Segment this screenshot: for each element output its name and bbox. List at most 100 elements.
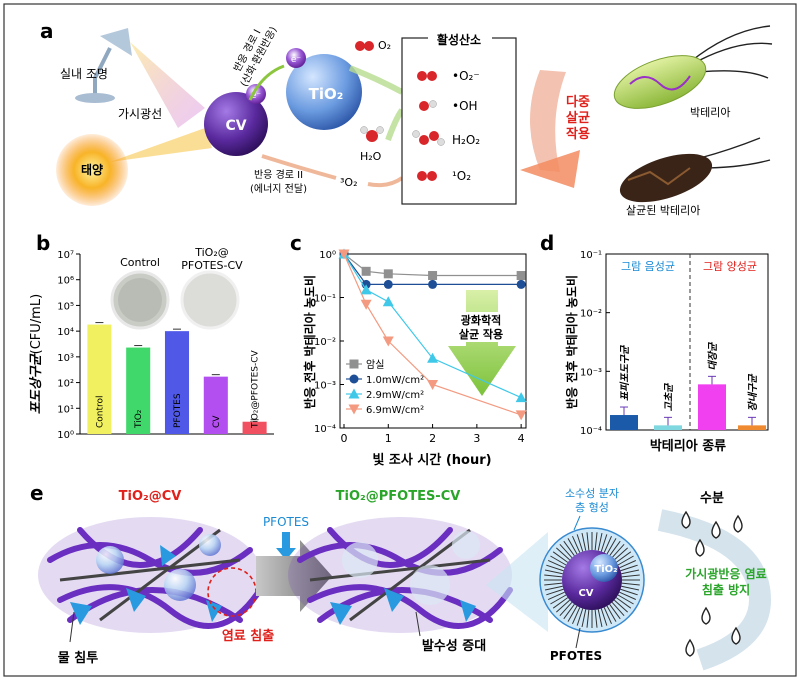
bar-category-label: TiO₂@PFOTES-CV [251,349,261,429]
gram-negative-label: 그람 음성균 [621,260,675,273]
pfotes-spikes [544,532,640,628]
pfotes-chain [613,547,629,561]
cv-sphere [204,92,268,156]
panel-e-label: e [30,481,44,505]
y-tick-label: 10² [57,379,74,390]
bar-category-label: PFOTES [173,393,183,428]
killed-bacterium-icon [619,137,771,203]
y-tick-label: 10⁴ [57,327,74,338]
water-drop-icon [681,510,691,529]
pfotes-chain [544,582,563,586]
multi-sterilization-line1: 다중 [566,94,590,110]
pfotes-chain [600,534,608,552]
electron-label: e⁻ [291,55,302,65]
tio2-pfotes-cv-network [288,517,513,633]
prevent-leaching-line2: 침출 방지 [702,582,750,597]
data-point [360,299,372,310]
pfotes-chain [547,560,565,569]
pfotes-chain [606,538,617,555]
y-tick-label: 10⁻⁴ [580,426,602,437]
panel-b-ylabel: 포도상구균(CFU/mL) [28,294,44,414]
cv-sphere-label: CV [225,118,246,134]
panel-d-frame [605,253,769,431]
core-tio2-label: TiO₂ [594,564,617,575]
pfotes-chain [555,599,571,613]
pfotes-chain [597,532,603,551]
water-drop-icon [733,514,743,533]
bar [610,415,638,430]
bar-category-label: 표피포도구균 [619,344,631,401]
pfotes-chain [606,605,617,622]
y-tick-label: 10⁻³ [580,367,602,378]
ros-molecule-icon [417,71,437,81]
h2o-arrow [385,108,405,142]
y-tick-label: 10⁵ [57,301,74,312]
data-point [428,271,438,281]
y-tick-label: 10³ [57,353,74,364]
bar-category-label: CV [212,415,222,428]
water-drop-icon [701,606,711,625]
sun-label: 태양 [81,162,103,177]
y-tick-label: 10¹ [57,404,74,415]
bar [126,347,151,434]
panel-d-ylabel: 반응 전후 박테리아 농도비 [564,275,579,409]
data-point [382,296,394,307]
legend-label: 1.0mW/cm² [366,375,424,386]
multi-sterilization-line2: 살균 [566,110,590,126]
panel-c-ylabel: 반응 전후 박테리아 농도비 [302,275,317,409]
panel-d-xlabel: 박테리아 종류 [650,438,726,454]
pfotes-chain [597,609,603,628]
hydrophobic-layer-line1: 소수성 분자 [565,487,619,500]
svg-text:포도상구균(CFU/mL): 포도상구균(CFU/mL) [28,294,44,414]
indoor-light-label: 실내 조명 [60,67,108,81]
o2-arrow [348,65,404,95]
data-point [338,249,350,260]
pfotes-chain [603,607,612,625]
pfotes-chain [546,564,564,572]
ros-molecule-icon [419,100,437,111]
x-tick-label: 3 [473,432,480,445]
pfotes-chain [552,551,569,563]
data-point [516,279,526,289]
lamp-light-beam [130,42,205,128]
ros-singlet-o2-label: ¹O₂ [452,169,471,183]
legend-label: 2.9mW/cm² [366,390,424,401]
pfotes-chain [600,608,608,626]
tio2-cv-network [38,517,263,633]
middle-title: TiO₂@PFOTES-CV [336,489,461,504]
photo-label-treated-line2: PFOTES-CV [181,259,243,272]
bar-category-label: TiO₂ [134,409,144,429]
hydrophobic-layer-pointer [573,515,581,531]
pfotes-chain [586,532,590,551]
bar [242,421,267,434]
data-point [382,336,394,347]
pfotes-chain [611,543,625,559]
pfotes-chain [617,555,634,566]
triplet-o2-label: ³O₂ [340,176,357,189]
pfotes-chain [544,585,563,591]
legend-marker [348,388,360,399]
water-drop-icon [685,638,695,657]
ros-hydroxyl-label: •OH [452,99,478,113]
data-point [515,392,527,403]
core-cv-label: CV [578,588,593,599]
data-point [383,269,393,279]
x-tick-label: 2 [429,432,436,445]
pfotes-chain [609,540,621,557]
triplet-o2-arrow [367,176,404,188]
bar [654,425,682,430]
pfotes-chain [547,591,565,600]
pfotes-chain [615,551,632,563]
data-point [383,279,393,289]
data-point [427,352,439,363]
tio2-sphere [286,54,362,130]
bar [698,384,726,430]
pfotes-chain [621,569,640,575]
pfotes-chain [581,609,587,628]
pfotes-chain [609,603,621,620]
